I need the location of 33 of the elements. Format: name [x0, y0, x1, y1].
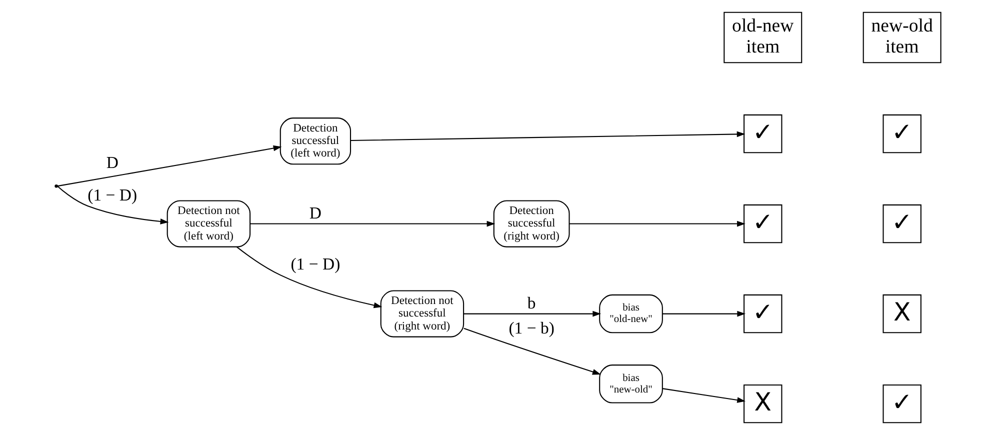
edge-label: D: [308, 203, 321, 222]
node-box: ✓: [743, 114, 782, 154]
arrow: [463, 310, 601, 317]
node-box: new-old item: [862, 12, 941, 64]
node-box: Detection successful (left word): [279, 118, 351, 165]
node-box: X: [743, 384, 782, 424]
node-box: Detection not successful (left word): [166, 200, 250, 248]
arrow: [250, 220, 495, 227]
node-box: old-new item: [723, 12, 802, 64]
node-box: Detection successful (right word): [492, 200, 570, 248]
arrow: [56, 145, 282, 187]
node-point: [54, 184, 58, 188]
edge-label: (1 − D): [87, 186, 137, 205]
node-box: ✓: [882, 384, 921, 424]
arrow: [662, 388, 746, 403]
edge-label: (1 − D): [290, 254, 340, 274]
arrow: [662, 310, 746, 317]
node-box: Detection not successful (right word): [380, 290, 464, 338]
node-box: ✓: [882, 204, 921, 244]
node-box: bias "old-new": [598, 294, 662, 334]
node-box: ✓: [743, 204, 782, 244]
edge-label: (1 − b): [508, 318, 554, 338]
node-box: ✓: [882, 114, 921, 154]
edge-label: D: [106, 153, 118, 172]
arrow: [236, 246, 382, 308]
arrow: [350, 131, 745, 142]
arrow: [56, 186, 168, 224]
node-box: bias "new-old": [598, 364, 662, 404]
edge-label: b: [526, 293, 536, 312]
arrow: [463, 328, 600, 375]
node-box: ✓: [743, 294, 782, 334]
node-box: X: [882, 294, 921, 334]
arrow: [568, 220, 745, 227]
